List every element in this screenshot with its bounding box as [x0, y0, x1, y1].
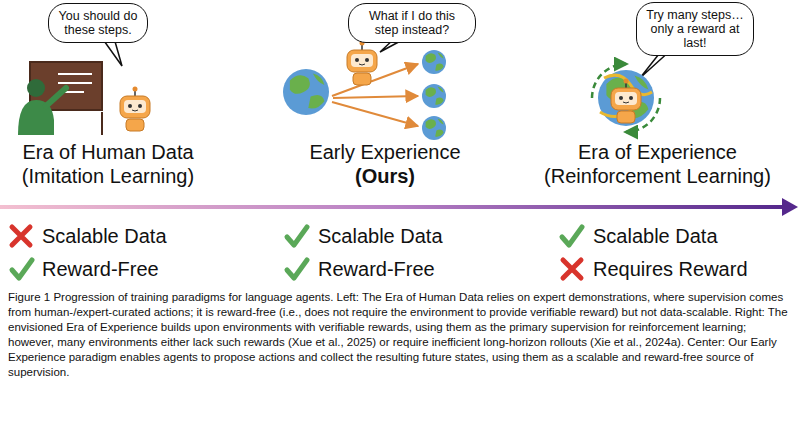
robot: [611, 79, 641, 124]
column-heading: Early Experience: [285, 140, 485, 164]
property-label: Reward-Free: [318, 257, 435, 281]
figure-caption: Figure 1 Progression of training paradig…: [8, 290, 792, 380]
robot: [347, 41, 377, 86]
property-label: Scalable Data: [42, 224, 167, 248]
property-label: Requires Reward: [593, 257, 748, 281]
property-label: Scalable Data: [593, 224, 718, 248]
timeline-arrow: [0, 198, 798, 216]
bubble-text: What if I do this step instead?: [349, 9, 475, 37]
teacher-illustration: [18, 62, 102, 135]
column-heading: Era of Experience (Reinforcement Learnin…: [535, 140, 780, 188]
property-label: Reward-Free: [42, 257, 159, 281]
bubble-text: You should do these steps.: [49, 9, 147, 37]
bubble-tails: [102, 38, 682, 78]
bubble-text: Try many steps… only a reward at last!: [637, 8, 753, 50]
reinforcement-illustration: [592, 64, 660, 132]
speech-bubble: You should do these steps.: [48, 3, 148, 43]
speech-bubble: What if I do this step instead?: [348, 3, 476, 43]
property-label: Scalable Data: [318, 224, 443, 248]
column-heading: (Ours): [285, 164, 485, 188]
robot: [120, 87, 150, 132]
column-heading: Era of Human Data (Imitation Learning): [8, 140, 208, 188]
speech-bubble: Try many steps… only a reward at last!: [636, 2, 754, 56]
